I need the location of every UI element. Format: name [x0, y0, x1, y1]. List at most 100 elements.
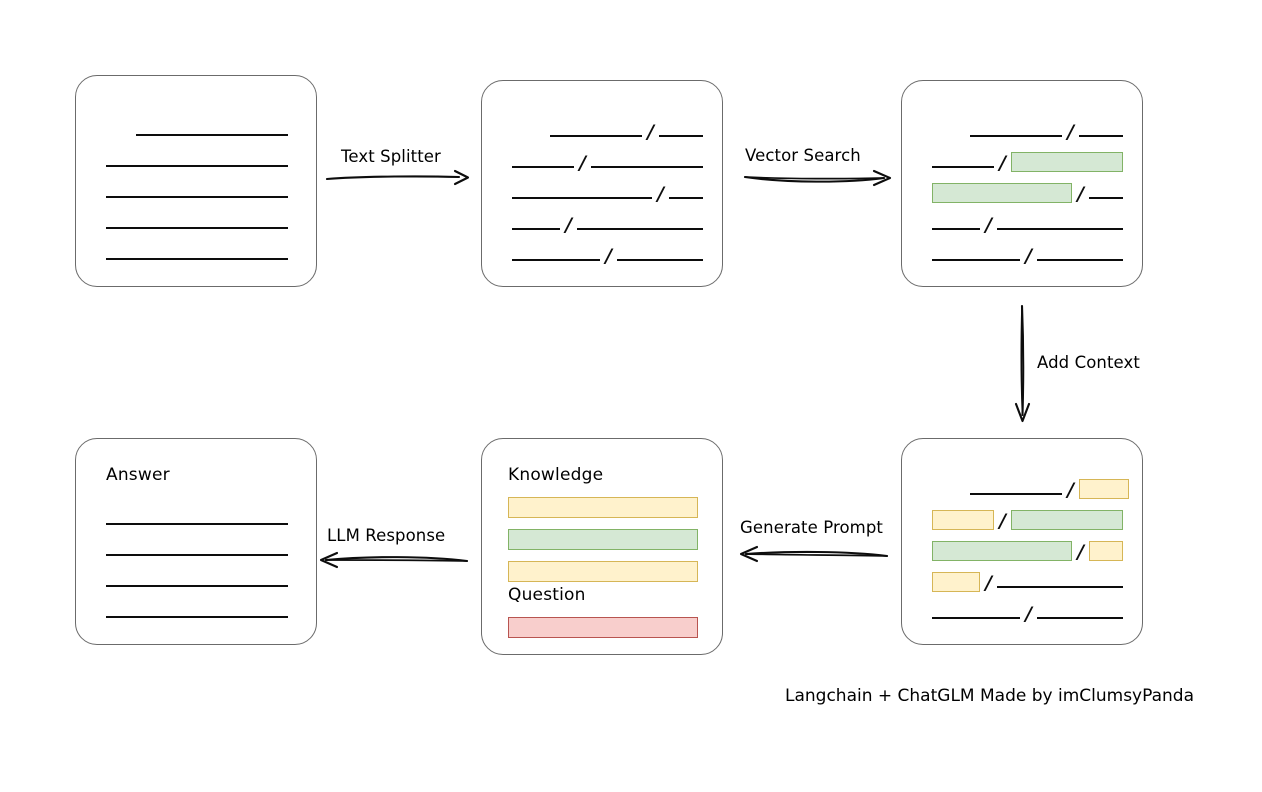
segment-slash: / — [605, 245, 612, 267]
segment-line — [996, 586, 1123, 588]
arrow-text-splitter — [325, 169, 470, 186]
text-row: / — [512, 152, 703, 174]
segment-line — [512, 228, 560, 230]
text-row: / — [932, 572, 1123, 594]
text-row: / — [932, 603, 1123, 625]
arrow-generate-prompt — [739, 545, 889, 563]
segment-slash: / — [657, 183, 664, 205]
segment-slash: / — [1025, 603, 1032, 625]
segment-line — [106, 554, 288, 556]
segment-line — [616, 259, 703, 261]
segment-slash: / — [985, 214, 992, 236]
segment-line — [932, 166, 994, 168]
segment-line — [1088, 197, 1123, 199]
segment-slash: / — [647, 121, 654, 143]
text-row: / — [970, 479, 1129, 501]
prompt-knowledge-heading: Knowledge — [508, 465, 604, 485]
segment-slash: / — [565, 214, 572, 236]
segment-line — [512, 197, 652, 199]
node-context-chunks[interactable]: / / / / / — [901, 438, 1143, 645]
arrow-label-generate-prompt: Generate Prompt — [740, 518, 883, 537]
segment-line — [1078, 135, 1123, 137]
segment-chip-green — [932, 541, 1072, 561]
segment-line — [668, 197, 703, 199]
segment-line — [106, 196, 288, 198]
text-row: / — [932, 152, 1123, 174]
node-source-document[interactable] — [75, 75, 317, 287]
segment-line — [576, 228, 703, 230]
node-split-chunks[interactable]: / / / / / — [481, 80, 723, 287]
text-row — [106, 246, 288, 262]
arrow-label-llm-response: LLM Response — [327, 526, 446, 545]
arrow-label-text-splitter: Text Splitter — [341, 147, 441, 166]
segment-line — [136, 134, 288, 136]
text-row: / — [550, 121, 703, 143]
segment-line — [512, 166, 574, 168]
segment-slash: / — [1077, 183, 1084, 205]
node-retrieved-chunks[interactable]: / / / / / — [901, 80, 1143, 287]
segment-line — [658, 135, 703, 137]
text-row: / — [512, 245, 703, 267]
segment-line — [932, 228, 980, 230]
segment-slash: / — [1025, 245, 1032, 267]
segment-chip-yellow — [932, 510, 994, 530]
arrow-llm-response — [319, 551, 469, 569]
segment-line — [996, 228, 1123, 230]
question-bar-1 — [508, 617, 698, 638]
text-row — [106, 542, 288, 558]
segment-slash: / — [985, 572, 992, 594]
text-row — [106, 573, 288, 589]
arrow-vector-search — [743, 169, 892, 187]
segment-line — [512, 259, 600, 261]
text-row: / — [932, 214, 1123, 236]
arrow-add-context — [1014, 304, 1031, 423]
text-row: / — [932, 541, 1123, 563]
node-prompt[interactable]: Knowledge Question — [481, 438, 723, 655]
segment-line — [970, 135, 1062, 137]
arrow-label-add-context: Add Context — [1037, 353, 1140, 372]
segment-line — [590, 166, 703, 168]
text-row — [106, 511, 288, 527]
segment-slash: / — [579, 152, 586, 174]
text-row: / — [932, 245, 1123, 267]
footer-credit: Langchain + ChatGLM Made by imClumsyPand… — [785, 686, 1194, 706]
segment-slash: / — [1067, 121, 1074, 143]
segment-chip-green — [932, 183, 1072, 203]
text-row — [106, 604, 288, 620]
segment-line — [106, 616, 288, 618]
segment-chip-yellow — [932, 572, 980, 592]
text-row — [136, 122, 288, 138]
text-row: / — [970, 121, 1123, 143]
text-row: / — [932, 510, 1123, 532]
segment-slash: / — [1077, 541, 1084, 563]
segment-chip-yellow — [1078, 479, 1129, 499]
knowledge-bar-1 — [508, 497, 698, 518]
segment-line — [106, 523, 288, 525]
segment-line — [1036, 259, 1123, 261]
text-row: / — [932, 183, 1123, 205]
segment-line — [106, 227, 288, 229]
text-row — [106, 184, 288, 200]
segment-chip-green — [1010, 152, 1123, 172]
knowledge-bar-2 — [508, 529, 698, 550]
text-row: / — [512, 214, 703, 236]
segment-slash: / — [1067, 479, 1074, 501]
segment-line — [106, 165, 288, 167]
segment-line — [550, 135, 642, 137]
text-row — [106, 215, 288, 231]
segment-line — [932, 617, 1020, 619]
prompt-question-heading: Question — [508, 585, 586, 605]
segment-line — [1036, 617, 1123, 619]
segment-slash: / — [999, 152, 1006, 174]
segment-chip-green — [1010, 510, 1123, 530]
text-row: / — [512, 183, 703, 205]
knowledge-bar-3 — [508, 561, 698, 582]
answer-heading: Answer — [106, 465, 170, 485]
segment-line — [932, 259, 1020, 261]
segment-slash: / — [999, 510, 1006, 532]
segment-line — [106, 258, 288, 260]
arrow-label-vector-search: Vector Search — [745, 146, 861, 165]
node-answer[interactable]: Answer — [75, 438, 317, 645]
segment-line — [970, 493, 1062, 495]
